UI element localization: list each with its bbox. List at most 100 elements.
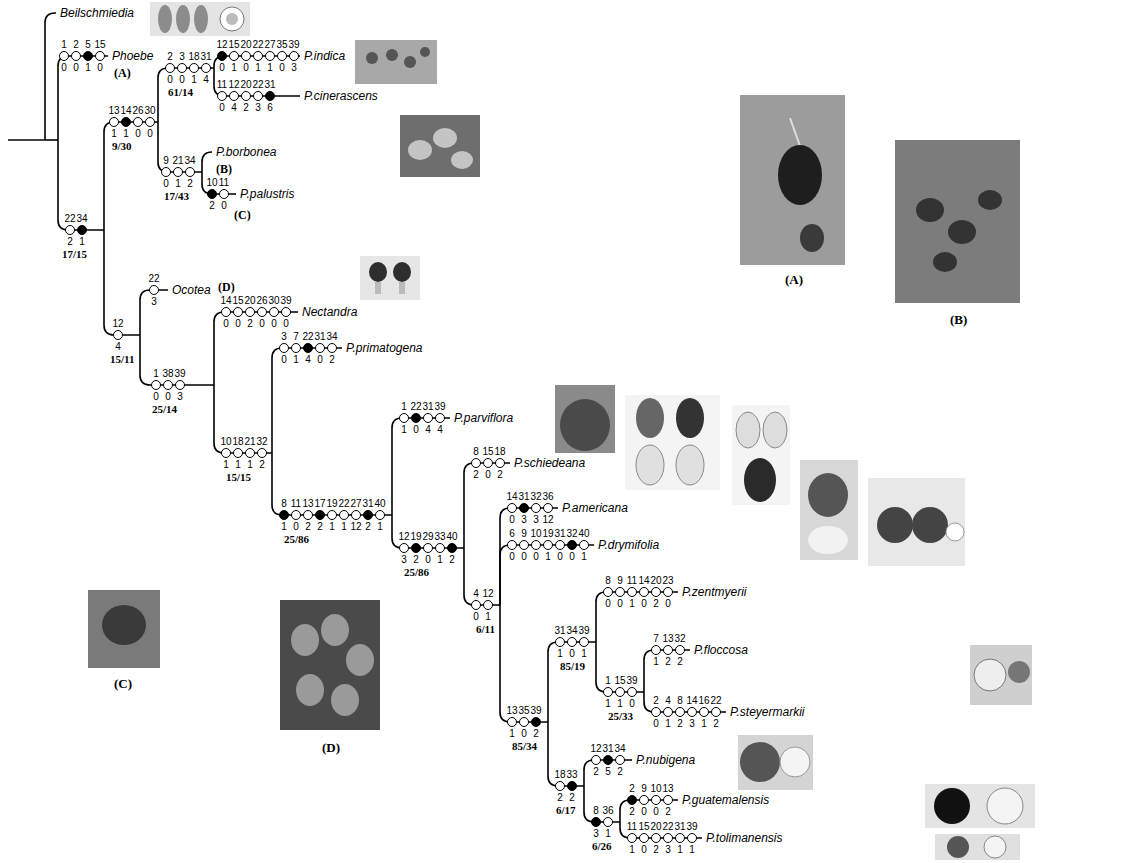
- state-number: 4: [437, 424, 443, 435]
- photo-ground: [88, 590, 160, 668]
- state-number: 1: [255, 62, 261, 73]
- character-number: 10: [220, 436, 231, 447]
- fruit-stalk: [790, 118, 800, 146]
- character-change-dot: [258, 449, 267, 458]
- state-number: 0: [165, 391, 171, 402]
- character-change-dot: [328, 344, 337, 353]
- character-number: 32: [566, 528, 577, 539]
- fruit-photo: [400, 115, 480, 177]
- state-number: 1: [437, 554, 443, 565]
- character-number: 10: [650, 783, 661, 794]
- character-change-dot: [484, 601, 493, 610]
- state-number: 1: [677, 844, 683, 855]
- character-change-dot: [352, 511, 361, 520]
- state-number: 3: [177, 391, 183, 402]
- character-number: 8: [677, 695, 683, 706]
- character-number: 18: [232, 436, 243, 447]
- state-number: 2: [473, 469, 479, 480]
- character-change-dot: [676, 834, 685, 843]
- character-change-dot: [496, 459, 505, 468]
- fruit: [386, 49, 398, 61]
- character-change-dot: [556, 638, 565, 647]
- character-change-dot: [254, 92, 263, 101]
- character-change-dot: [580, 541, 589, 550]
- fruit-section: [984, 836, 1006, 858]
- state-number: 4: [305, 354, 311, 365]
- character-number: 30: [268, 295, 279, 306]
- character-number: 2: [653, 695, 659, 706]
- character-change-dot: [254, 52, 263, 61]
- state-number: 0: [533, 551, 539, 562]
- fruit-section: [780, 747, 810, 777]
- character-number: 22: [302, 331, 313, 342]
- character-change-dot: [616, 688, 625, 697]
- character-change-dot: [230, 92, 239, 101]
- character-change-dot: [652, 588, 661, 597]
- state-number: 1: [401, 424, 407, 435]
- state-number: 1: [581, 648, 587, 659]
- fruit: [948, 220, 976, 244]
- state-number: 0: [485, 469, 491, 480]
- fruit: [560, 399, 610, 451]
- tree-branch: [140, 290, 168, 335]
- state-number: 3: [291, 62, 297, 73]
- character-number: 13: [108, 105, 119, 116]
- state-number: 0: [219, 62, 225, 73]
- character-change-dot: [280, 511, 289, 520]
- character-number: 10: [530, 528, 541, 539]
- state-number: 0: [281, 354, 287, 365]
- state-number: 1: [329, 521, 335, 532]
- character-change-dot: [208, 190, 217, 199]
- tree-branch: [596, 642, 644, 692]
- fruit: [296, 674, 324, 706]
- taxon-name: P.primatogena: [346, 340, 423, 356]
- character-number: 31: [554, 625, 565, 636]
- fruit-photo: [355, 40, 437, 84]
- tree-branch: [392, 418, 450, 515]
- state-number: 0: [653, 718, 659, 729]
- character-number: 12: [482, 588, 493, 599]
- taxon-name: P.zentmyerii: [682, 584, 746, 600]
- character-change-dot: [556, 782, 565, 791]
- character-change-dot: [400, 414, 409, 423]
- character-change-dot: [532, 718, 541, 727]
- character-change-dot: [364, 511, 373, 520]
- state-number: 0: [73, 62, 79, 73]
- character-number: 2: [167, 51, 173, 62]
- fruit: [346, 644, 374, 676]
- character-number: 13: [302, 498, 313, 509]
- character-number: 11: [627, 575, 637, 586]
- state-number: 2: [653, 598, 659, 609]
- character-number: 22: [64, 213, 75, 224]
- state-number: 5: [605, 766, 611, 777]
- character-change-dot: [568, 638, 577, 647]
- state-number: 2: [629, 806, 635, 817]
- fruit-photo: [895, 140, 1020, 303]
- character-change-dot: [316, 511, 325, 520]
- fruit-section: [974, 659, 1006, 691]
- photo-ground: [738, 735, 813, 790]
- support-value: 25/14: [152, 403, 177, 415]
- tree-branch: [214, 385, 272, 453]
- photo-ground: [625, 395, 720, 490]
- character-number: 15: [638, 821, 649, 832]
- state-number: 3: [521, 514, 527, 525]
- state-number: 2: [67, 236, 73, 247]
- state-number: 4: [203, 74, 209, 85]
- state-number: 0: [617, 598, 623, 609]
- support-value: 61/14: [168, 86, 193, 98]
- taxon-name: P.cinerascens: [304, 88, 378, 104]
- character-change-dot: [664, 588, 673, 597]
- state-number: 1: [629, 598, 635, 609]
- character-change-dot: [316, 344, 325, 353]
- character-change-dot: [592, 818, 601, 827]
- photo-ground: [935, 834, 1020, 860]
- state-number: 0: [521, 551, 527, 562]
- state-number: 1: [617, 698, 623, 709]
- fruit-section: [220, 7, 244, 31]
- state-number: 1: [689, 844, 695, 855]
- character-number: 34: [184, 155, 195, 166]
- character-change-dot: [520, 541, 529, 550]
